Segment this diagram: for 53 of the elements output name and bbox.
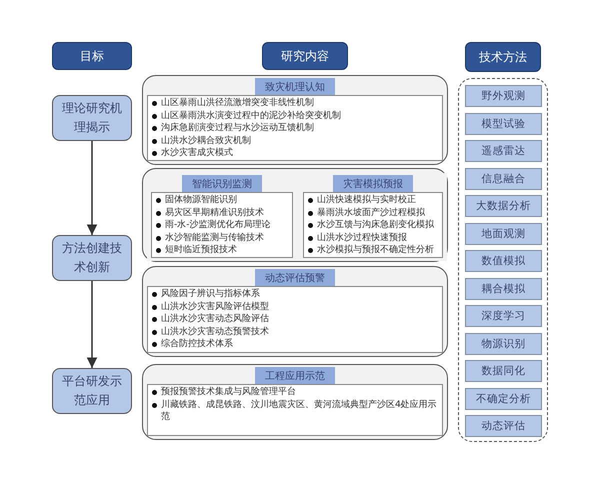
list-item: 山区暴雨洪水演变过程中的泥沙补给突变机制 (161, 110, 341, 122)
method-box: 动态评估 (465, 415, 542, 437)
list-item: 短时临近预报技术 (165, 244, 237, 256)
list-item: 易灾区早期精准识别技术 (165, 206, 264, 219)
list-item: 水沙智能监测与传输技术 (165, 232, 264, 244)
goal-box: 方法创建技术创新 (52, 235, 132, 281)
list-item: 雨-水-沙监测优化布局理论 (165, 219, 270, 232)
column-header: 目标 (52, 42, 132, 70)
list-item: 固体物源智能识别 (165, 194, 237, 206)
column-header: 研究内容 (262, 42, 348, 70)
method-box: 遥感雷达 (465, 140, 542, 162)
list-item: 预报预警技术集成与风险管理平台 (161, 386, 296, 398)
dashed-group-frame (458, 78, 548, 442)
list-item: 山洪水沙灾害动态风险评估 (161, 313, 269, 326)
goal-box: 理论研究机理揭示 (52, 95, 132, 141)
heading-tab: 动态评估预警 (255, 269, 335, 287)
heading-tab: 灾害模拟预报 (333, 175, 413, 193)
column-header: 技术方法 (465, 42, 541, 72)
list-item: 水沙模拟与预报不确定性分析 (317, 244, 434, 256)
list-item: 山洪水沙过程快速预报 (317, 232, 407, 244)
method-box: 地面观测 (465, 222, 542, 244)
content-panel (142, 364, 448, 440)
list-item: 山洪水沙灾害风险评估模型 (161, 300, 269, 313)
arrow (86, 281, 98, 368)
content-panel (142, 75, 448, 165)
list-item: 川藏铁路、成昆铁路、汶川地震灾区、黄河流域典型产沙区4处应用示范 (161, 398, 438, 424)
heading-tab: 致灾机理认知 (255, 78, 335, 96)
method-box: 深度学习 (465, 305, 542, 327)
method-box: 模型试验 (465, 112, 542, 134)
list-item: 风险因子辨识与指标体系 (161, 288, 260, 300)
heading-tab: 智能识别监测 (182, 175, 262, 193)
heading-tab: 工程应用示范 (255, 367, 335, 385)
method-box: 野外观测 (465, 85, 542, 107)
method-box: 不确定分析 (465, 388, 542, 410)
method-box: 物源识别 (465, 332, 542, 354)
list-item: 综合防控技术体系 (161, 338, 233, 350)
list-item: 山洪水沙耦合致灾机制 (161, 134, 251, 147)
method-box: 大数据分析 (465, 195, 542, 217)
list-item: 暴雨洪水坡面产沙过程模拟 (317, 206, 425, 219)
list-item: 山洪快速模拟与实时校正 (317, 194, 416, 206)
goal-box: 平台研发示范应用 (52, 368, 132, 414)
content-panel (142, 168, 448, 262)
list-item: 山区暴雨山洪径流激增突变非线性机制 (161, 97, 314, 110)
arrow (86, 141, 98, 235)
method-box: 耦合模拟 (465, 278, 542, 300)
method-box: 数值模拟 (465, 250, 542, 272)
list-item: 水沙互馈与沟床急剧变化模拟 (317, 219, 434, 232)
list-item: 水沙灾害成灾模式 (161, 147, 233, 160)
content-panel (142, 266, 448, 357)
list-item: 沟床急剧演变过程与水沙运动互馈机制 (161, 122, 314, 134)
method-box: 数据同化 (465, 360, 542, 382)
method-box: 信息融合 (465, 168, 542, 190)
list-item: 山洪水沙灾害动态预警技术 (161, 326, 269, 338)
